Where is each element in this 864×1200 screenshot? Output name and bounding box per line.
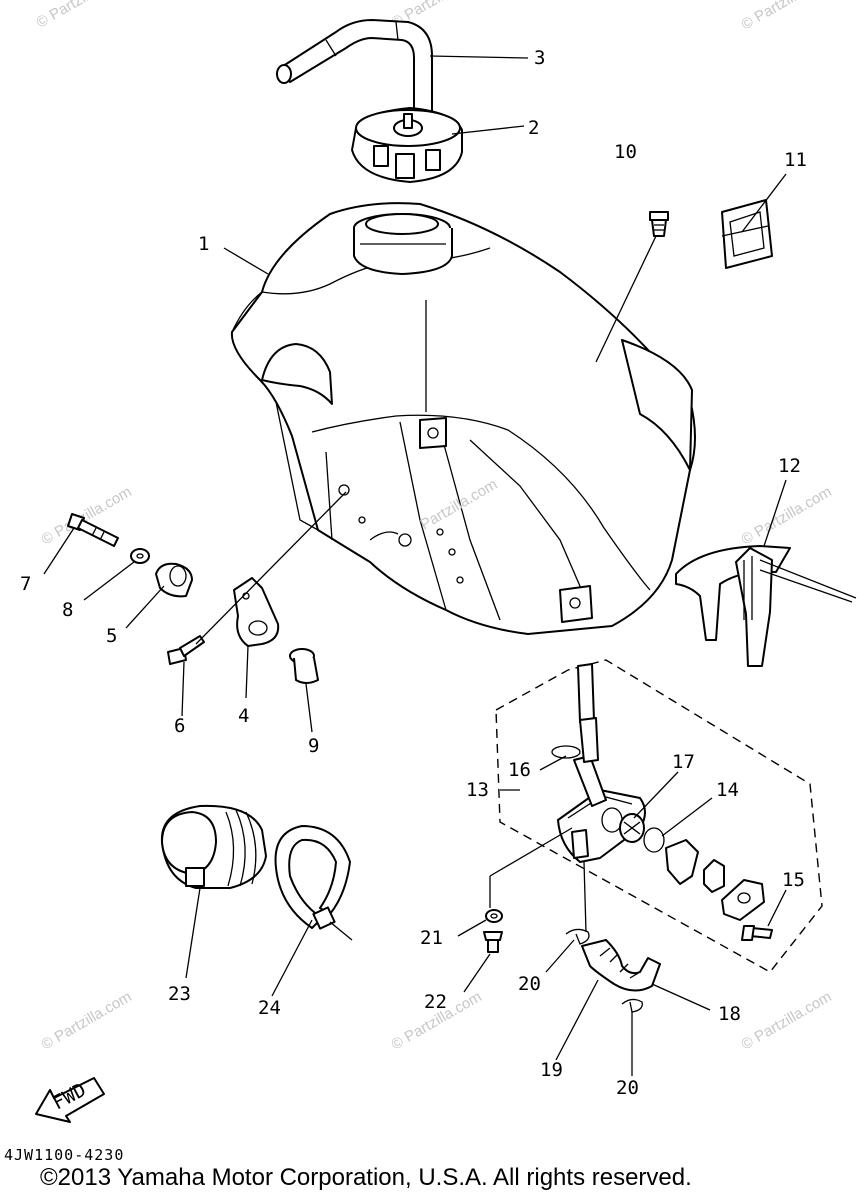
callout-5: 5 [106,625,117,647]
kit-outline [495,659,823,973]
bolt-6 [167,635,205,665]
bracket-4 [233,577,280,647]
clip-12 [675,545,857,667]
callout-7: 7 [20,573,31,595]
callout-1: 1 [198,233,209,255]
watermark: © Partzilla.com [39,988,135,1053]
fuel-cap [351,107,463,183]
callout-6: 6 [174,715,185,737]
callout-24: 24 [258,997,281,1019]
clip-20-bottom [621,998,643,1013]
callout-8: 8 [62,599,73,621]
callout-3: 3 [534,47,545,69]
callout-11: 11 [784,149,807,171]
callout-20b: 20 [616,1077,639,1099]
callout-16: 16 [508,759,531,781]
watermark: © Partzilla.com [39,483,135,548]
watermark: © Partzilla.com [739,988,835,1053]
callout-14: 14 [716,779,739,801]
washer-8 [130,548,150,564]
callout-18: 18 [718,1003,741,1025]
callout-19: 19 [540,1059,563,1081]
grommet-5 [155,562,193,598]
callout-13: 13 [466,779,489,801]
clip-20-top [565,928,590,945]
hose-18 [581,939,661,992]
copyright-notice: ©2013 Yamaha Motor Corporation, U.S.A. A… [40,1164,692,1191]
collar-9 [289,648,319,684]
callout-15: 15 [782,869,805,891]
bolt-7 [67,513,119,547]
callout-9: 9 [308,735,319,757]
fwd-arrow-icon: FWD [35,1077,105,1123]
drawing-code: 4JW1100-4230 [4,1146,125,1164]
damper-23 [160,804,267,889]
callout-4: 4 [238,705,249,727]
washer-21 [485,909,503,923]
o-ring-16 [551,745,581,759]
screw-10 [649,211,669,237]
callout-2: 2 [528,117,539,139]
strap-24 [274,825,353,941]
breather-hose [276,19,433,121]
callout-12: 12 [778,455,801,477]
screw-22 [483,931,503,953]
watermark: © Partzilla.com [739,0,835,33]
plate-15 [721,879,773,941]
gasket-14 [643,827,725,893]
callout-23: 23 [168,983,191,1005]
callout-22: 22 [424,991,447,1013]
watermark: © Partzilla.com [34,0,130,31]
clip-11 [721,199,773,269]
fuel-tank [230,202,696,635]
watermark: © Partzilla.com [739,483,835,548]
callout-21: 21 [420,927,443,949]
callout-20a: 20 [518,973,541,995]
leader-lines [43,55,787,1076]
callout-10: 10 [614,141,637,163]
callout-17: 17 [672,751,695,773]
filter-17 [619,813,645,843]
callouts: 1 2 3 4 5 6 7 8 9 10 11 12 13 14 15 16 1… [20,47,807,1099]
